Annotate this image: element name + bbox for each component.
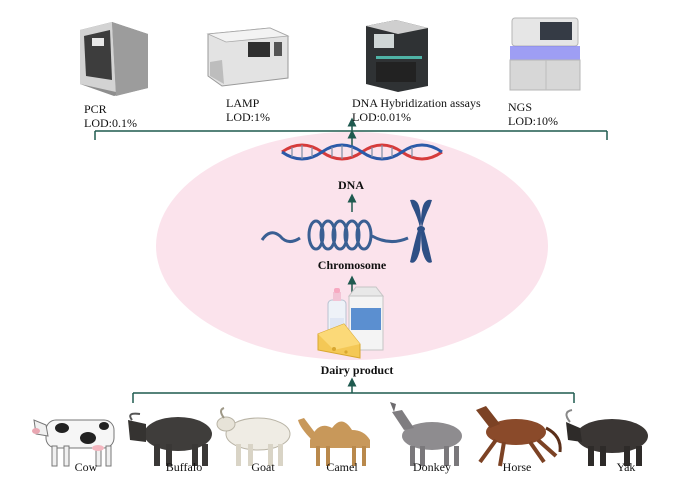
instrument-name: LAMP [226, 96, 260, 110]
lamp-machine-icon [206, 27, 290, 87]
instrument-hybridization-label: DNA Hybridization assays LOD:0.01% [352, 96, 481, 124]
instrument-lod: LOD:10% [508, 114, 558, 128]
instrument-lod: LOD:1% [226, 110, 270, 124]
instrument-name: PCR [84, 102, 107, 116]
dairy-product-icon [317, 286, 385, 359]
pcr-machine-icon [80, 22, 148, 96]
animal-label-camel: Camel [326, 460, 358, 474]
animal-label-yak: Yak [616, 460, 636, 474]
instrument-pcr-label: PCR LOD:0.1% [84, 102, 137, 130]
animals-bracket [132, 392, 575, 403]
horse-icon [476, 406, 562, 467]
animal-label-goat: Goat [251, 460, 275, 474]
ngs-sequencer-icon [509, 17, 581, 91]
instrument-lod: LOD:0.01% [352, 110, 411, 124]
buffalo-icon [128, 412, 212, 466]
animal-label-cow: Cow [74, 460, 98, 474]
donkey-icon [390, 402, 462, 466]
background-oval [156, 132, 548, 360]
camel-icon [298, 418, 370, 466]
instrument-ngs-label: NGS LOD:10% [508, 100, 558, 128]
dna-label: DNA [338, 178, 364, 192]
cow-icon [32, 419, 115, 467]
instrument-lamp-label: LAMP LOD:1% [226, 96, 270, 124]
chromosome-label: Chromosome [317, 258, 387, 272]
hybridization-machine-icon [366, 20, 428, 92]
animal-label-donkey: Donkey [413, 460, 451, 474]
instrument-name: NGS [508, 100, 533, 114]
goat-icon [216, 407, 291, 466]
animal-label-buffalo: Buffalo [165, 460, 203, 474]
yak-icon [565, 409, 648, 466]
dairy-product-label: Dairy product [320, 363, 394, 377]
chromatin-coil-icon [260, 219, 409, 251]
instrument-name: DNA Hybridization assays [352, 96, 481, 110]
animal-label-horse: Horse [502, 460, 532, 474]
chromosome-icon [410, 199, 432, 263]
instrument-lod: LOD:0.1% [84, 116, 137, 130]
dna-helix-icon [281, 143, 443, 161]
